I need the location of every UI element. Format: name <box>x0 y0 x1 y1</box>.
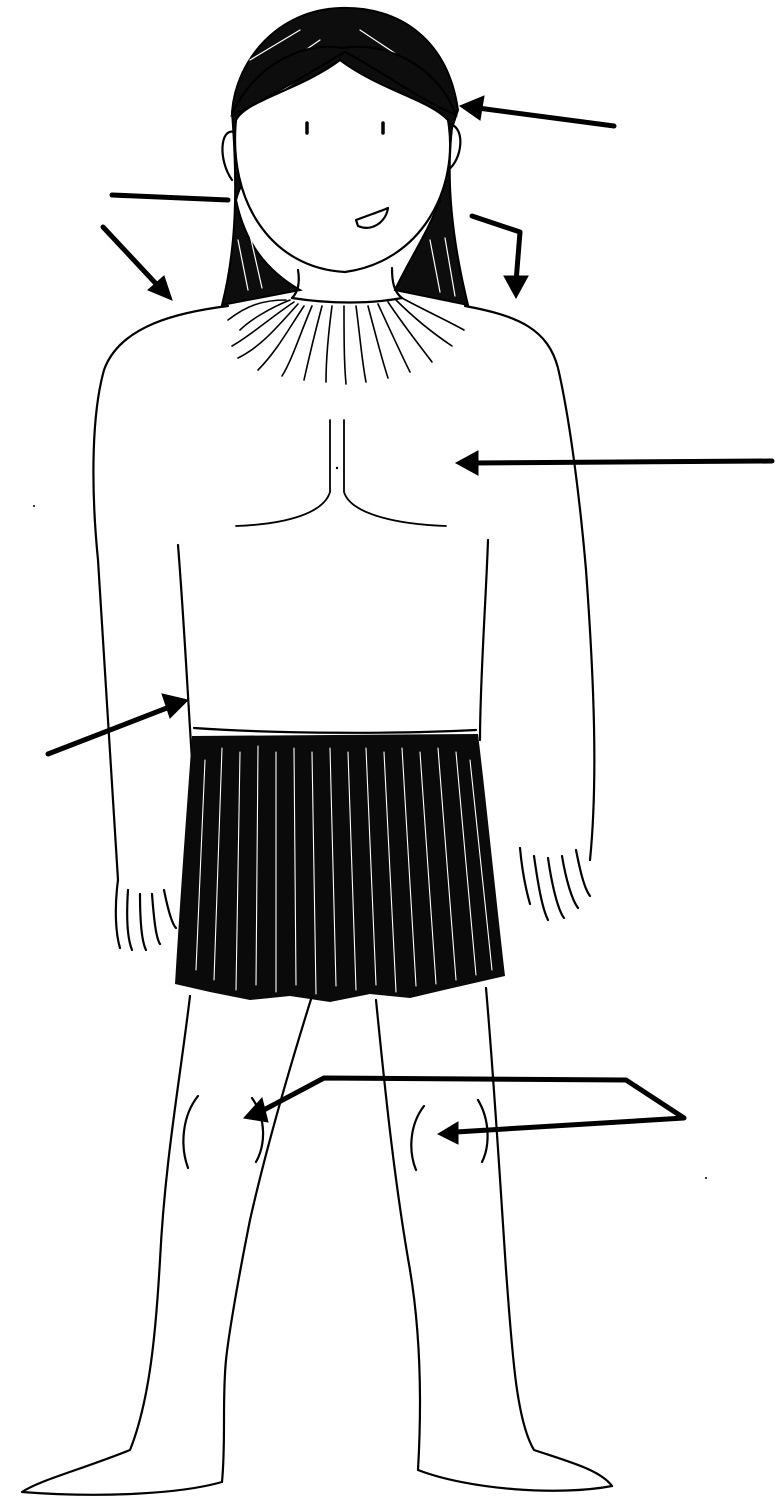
left-ear <box>222 132 234 180</box>
pointer-arrow-knees <box>244 1078 684 1144</box>
pointer-arrow-chest <box>456 451 772 475</box>
neck <box>292 268 402 303</box>
fringe-necklace <box>228 298 464 384</box>
pointer-arrow-waist <box>48 694 188 754</box>
pointer-arrow-hair <box>460 96 614 126</box>
pointer-arrow-ear <box>112 195 228 200</box>
legs <box>22 988 612 1495</box>
pointer-arrow-shoulder-right <box>472 216 528 298</box>
pointer-arrow-shoulder-left <box>103 227 172 300</box>
right-knee <box>411 1106 424 1170</box>
left-knee <box>183 1096 198 1168</box>
grass-skirt <box>175 734 505 1002</box>
